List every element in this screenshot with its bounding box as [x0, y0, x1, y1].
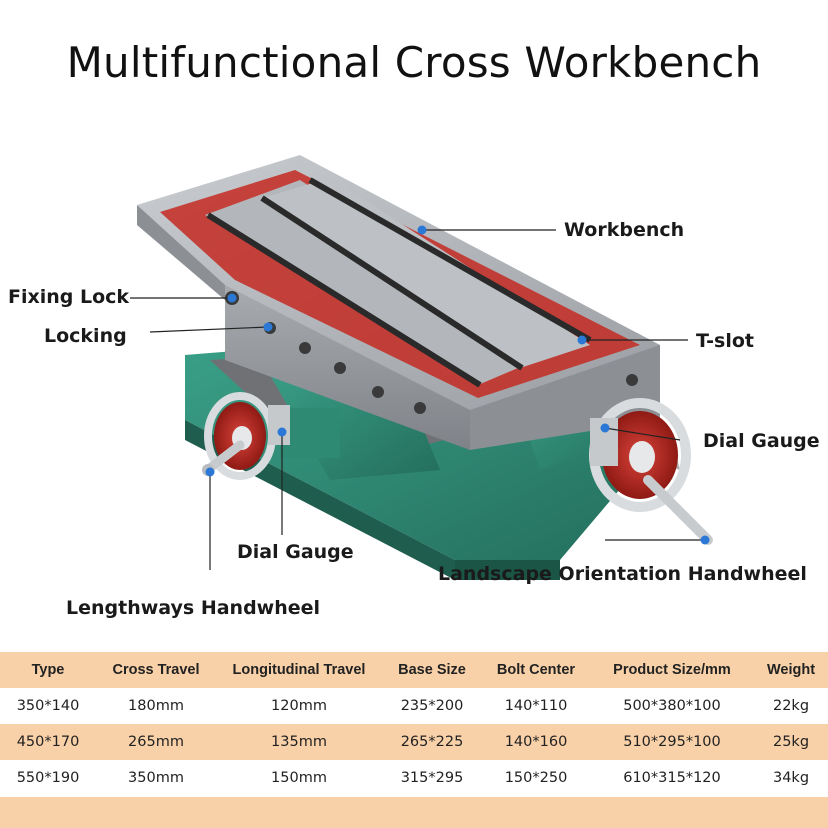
cell-cross-travel: 265mm [96, 724, 216, 760]
cell-longitudinal-travel: 120mm [216, 688, 382, 724]
cell-product-size: 610*315*120 [590, 760, 754, 796]
workbench-label: Workbench [564, 219, 685, 241]
dial-gauge-right-label: Dial Gauge [703, 430, 820, 452]
cell-weight: 34kg [754, 760, 828, 796]
dial-gauge-left-dot [277, 427, 287, 437]
cell-longitudinal-travel: 135mm [216, 724, 382, 760]
locking-dot [263, 322, 273, 332]
t-slot-label: T-slot [696, 330, 755, 352]
header-bolt-center: Bolt Center [482, 652, 590, 688]
table-row: 550*190 350mm 150mm 315*295 150*250 610*… [0, 760, 828, 796]
header-product-size: Product Size/mm [590, 652, 754, 688]
workbench-illustration [130, 155, 713, 580]
landscape-handwheel-label: Landscape Orientation Handwheel [438, 563, 807, 585]
callout-lines [130, 229, 705, 570]
cell-base-size: 315*295 [382, 760, 482, 796]
cell-bolt-center: 140*110 [482, 688, 590, 724]
landscape-handwheel [589, 398, 713, 545]
header-type: Type [0, 652, 96, 688]
cell-bolt-center: 150*250 [482, 760, 590, 796]
page-title: Multifunctional Cross Workbench [66, 38, 762, 87]
header-longitudinal-travel: Longitudinal Travel [216, 652, 382, 688]
cell-type: 350*140 [0, 688, 96, 724]
cell-type: 450*170 [0, 724, 96, 760]
header-cross-travel: Cross Travel [96, 652, 216, 688]
workbench-dot [417, 225, 427, 235]
table-header-row: Type Cross Travel Longitudinal Travel Ba… [0, 652, 828, 688]
cell-base-size: 265*225 [382, 724, 482, 760]
landscape-handwheel-dot [700, 535, 710, 545]
fixing-lock-dot [227, 293, 237, 303]
cell-bolt-center: 140*160 [482, 724, 590, 760]
cell-weight: 25kg [754, 724, 828, 760]
cell-cross-travel: 180mm [96, 688, 216, 724]
cell-product-size: 510*295*100 [590, 724, 754, 760]
t-slot-dot [577, 335, 587, 345]
spec-table: Type Cross Travel Longitudinal Travel Ba… [0, 652, 828, 796]
callout-dots [205, 225, 710, 545]
cell-weight: 22kg [754, 688, 828, 724]
cell-product-size: 500*380*100 [590, 688, 754, 724]
cell-cross-travel: 350mm [96, 760, 216, 796]
dial-gauge-left-label: Dial Gauge [237, 541, 354, 563]
fixing-lock-label: Fixing Lock [8, 286, 130, 308]
footer-band [0, 797, 828, 828]
header-weight: Weight [754, 652, 828, 688]
locking-label: Locking [44, 325, 127, 347]
lengthways-handwheel [202, 392, 290, 480]
dial-gauge-right-dot [600, 423, 610, 433]
table-top [137, 155, 660, 410]
fixing-bolts [225, 291, 638, 414]
lengthways-handwheel-label: Lengthways Handwheel [66, 597, 321, 619]
header-base-size: Base Size [382, 652, 482, 688]
table-row: 450*170 265mm 135mm 265*225 140*160 510*… [0, 724, 828, 760]
table-row: 350*140 180mm 120mm 235*200 140*110 500*… [0, 688, 828, 724]
cell-longitudinal-travel: 150mm [216, 760, 382, 796]
cell-type: 550*190 [0, 760, 96, 796]
cell-base-size: 235*200 [382, 688, 482, 724]
lengthways-handwheel-dot [205, 467, 215, 477]
